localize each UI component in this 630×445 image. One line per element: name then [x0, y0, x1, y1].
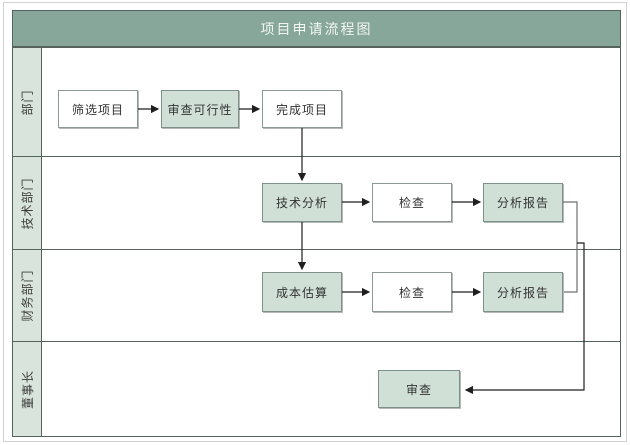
node-complete-project: 完成项目 [262, 90, 342, 128]
node-review-feasibility: 审查可行性 [161, 90, 239, 128]
lane-label-department: 部门 [13, 48, 42, 156]
lane-department: 部门 [13, 48, 620, 156]
lane-label-technical-department: 技术部门 [13, 157, 42, 249]
swimlane-container: 部门 技术部门 财务部门 董事长 [12, 47, 621, 437]
node-cost-estimate: 成本估算 [262, 272, 342, 312]
lane-label-text: 财务部门 [20, 269, 35, 322]
lane-label-chairman: 董事长 [13, 342, 42, 436]
node-analysis-report-finance: 分析报告 [483, 272, 563, 312]
diagram-title: 项目申请流程图 [260, 20, 373, 37]
node-check-finance: 检查 [372, 272, 452, 312]
lane-label-text: 董事长 [20, 369, 35, 409]
lane-body-chairman [42, 342, 620, 436]
node-review: 审查 [378, 370, 460, 408]
node-technical-analysis: 技术分析 [262, 183, 342, 222]
lane-finance-department: 财务部门 [13, 249, 620, 341]
lane-label-finance-department: 财务部门 [13, 250, 42, 341]
lane-chairman: 董事长 [13, 341, 620, 436]
lane-label-text: 部门 [20, 88, 35, 116]
node-screen-projects: 筛选项目 [58, 90, 138, 128]
diagram-title-bar: 项目申请流程图 [12, 10, 621, 47]
lane-label-text: 技术部门 [20, 176, 35, 230]
lane-technical-department: 技术部门 [13, 156, 620, 249]
node-check-tech: 检查 [372, 183, 452, 222]
node-analysis-report-tech: 分析报告 [483, 183, 563, 222]
